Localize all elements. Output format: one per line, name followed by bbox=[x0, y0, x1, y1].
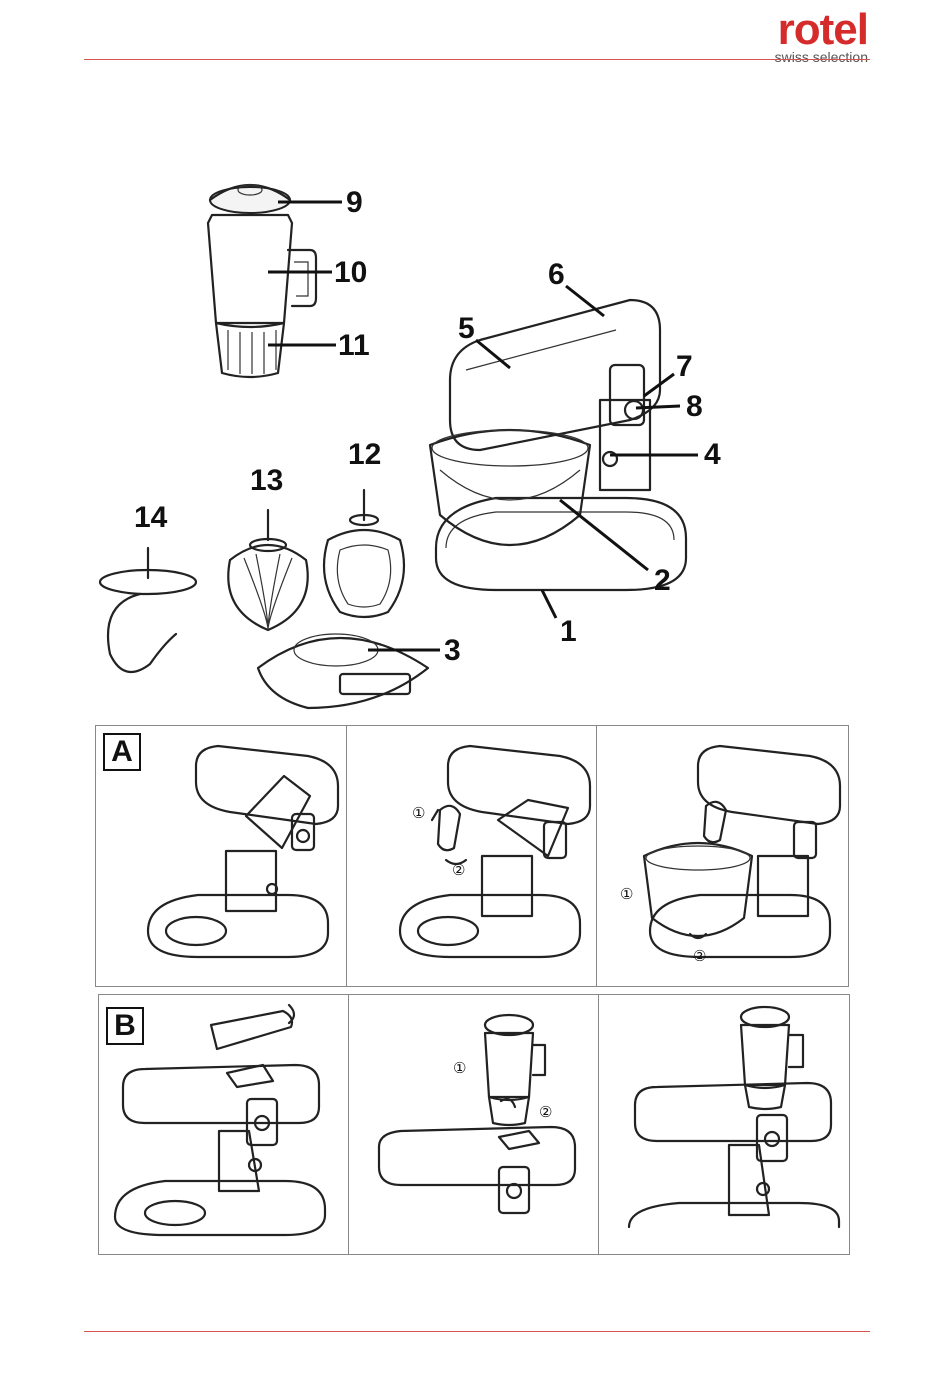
panel-b-step-1: ① bbox=[453, 1059, 466, 1077]
panel-b-step-2: ② bbox=[539, 1103, 552, 1121]
callout-3: 3 bbox=[444, 636, 461, 666]
callout-5: 5 bbox=[458, 314, 475, 344]
parts-diagram bbox=[0, 0, 950, 720]
panel-a-step-4: ② bbox=[693, 947, 706, 965]
callout-8: 8 bbox=[686, 392, 703, 422]
callout-14: 14 bbox=[134, 503, 167, 533]
callout-10: 10 bbox=[334, 258, 367, 288]
panel-a-step-2: ② bbox=[452, 861, 465, 879]
callout-11: 11 bbox=[338, 331, 370, 361]
callout-1: 1 bbox=[560, 617, 577, 647]
callout-13: 13 bbox=[250, 466, 283, 496]
callout-9: 9 bbox=[346, 188, 363, 218]
callout-12: 12 bbox=[348, 440, 381, 470]
callout-4: 4 bbox=[704, 440, 721, 470]
footer-rule bbox=[84, 1331, 870, 1332]
callout-2: 2 bbox=[654, 566, 671, 596]
callout-6: 6 bbox=[548, 260, 565, 290]
panel-a: A bbox=[95, 725, 849, 987]
panel-a-step-3: ① bbox=[620, 885, 633, 903]
panel-a-illustrations bbox=[96, 726, 848, 986]
panel-b-illustrations bbox=[99, 995, 849, 1254]
blender-jar-illustration bbox=[208, 185, 316, 377]
panel-b: B bbox=[98, 994, 850, 1255]
callout-7: 7 bbox=[676, 352, 693, 382]
panel-a-step-1: ① bbox=[412, 804, 425, 822]
